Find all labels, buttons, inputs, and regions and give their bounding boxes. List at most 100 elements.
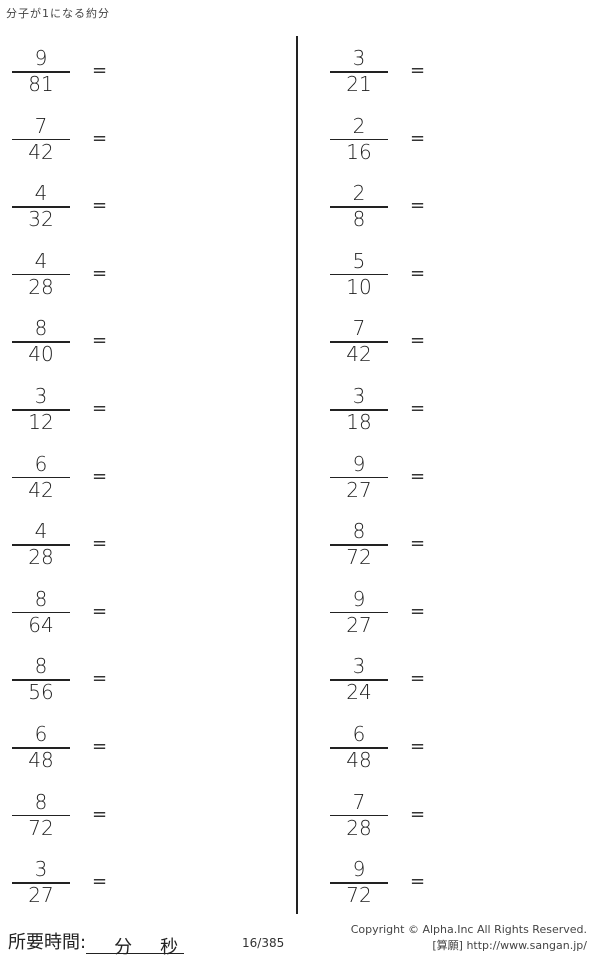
- fraction-bar: [12, 611, 70, 614]
- column-divider: [296, 36, 298, 914]
- numerator: 8: [352, 519, 366, 544]
- equals-sign: =: [410, 127, 426, 149]
- fraction-bar: [330, 679, 388, 681]
- denominator: 42: [346, 342, 372, 367]
- equals-sign: =: [92, 871, 108, 893]
- numerator: 7: [352, 316, 366, 341]
- denominator: 42: [28, 139, 54, 164]
- denominator: 10: [346, 274, 372, 299]
- equals-sign: =: [410, 60, 426, 81]
- fraction-bar: [330, 544, 388, 546]
- seconds-label: 秒: [160, 937, 179, 958]
- fraction-problem: 8 72 =: [12, 791, 132, 851]
- worksheet-title: 分子が1になる約分: [6, 7, 110, 20]
- equals-sign: =: [92, 127, 108, 149]
- fraction-bar: [12, 71, 70, 73]
- numerator: 6: [34, 722, 48, 746]
- site-link[interactable]: [算願] http://www.sangan.jp/: [432, 939, 587, 952]
- equals-sign: =: [410, 600, 426, 622]
- denominator: 42: [28, 477, 54, 502]
- fraction-bar: [12, 679, 70, 681]
- numerator: 7: [34, 113, 48, 138]
- fraction-bar: [12, 747, 70, 749]
- fraction-problem: 6 48 =: [12, 723, 132, 783]
- equals-sign: =: [410, 398, 426, 419]
- fraction-problem: 4 28 =: [12, 250, 132, 310]
- numerator: 9: [34, 46, 48, 70]
- fraction-bar: [12, 138, 70, 141]
- fraction-problem: 8 56 =: [12, 655, 132, 715]
- equals-sign: =: [410, 668, 426, 690]
- copyright-block: Copyright © Alpha.Inc All Rights Reserve…: [351, 922, 587, 954]
- numerator: 4: [34, 519, 48, 544]
- fraction-bar: [330, 476, 388, 479]
- fraction-problem: 7 42 =: [330, 317, 450, 377]
- equals-sign: =: [410, 262, 426, 284]
- fraction-problem: 7 28 =: [330, 791, 450, 851]
- fraction-bar: [330, 71, 388, 73]
- denominator: 8: [352, 207, 366, 232]
- denominator: 48: [346, 748, 372, 772]
- fraction-bar: [330, 341, 388, 343]
- page-number: 16/385: [242, 936, 285, 950]
- denominator: 28: [28, 545, 54, 570]
- fraction-problem: 3 24 =: [330, 655, 450, 715]
- fraction-problem: 6 42 =: [12, 453, 132, 513]
- equals-sign: =: [92, 262, 108, 284]
- equals-sign: =: [92, 668, 108, 690]
- fraction-bar: [12, 341, 70, 343]
- equals-sign: =: [410, 465, 426, 487]
- fraction-bar: [330, 138, 388, 141]
- numerator: 5: [352, 248, 366, 273]
- numerator: 3: [34, 857, 48, 882]
- fraction-problem: 6 48 =: [330, 723, 450, 783]
- equals-sign: =: [410, 195, 426, 217]
- denominator: 27: [346, 477, 372, 502]
- numerator: 9: [352, 857, 366, 882]
- denominator: 12: [28, 410, 54, 434]
- fraction-problem: 4 32 =: [12, 182, 132, 242]
- fraction-problem: 3 21 =: [330, 47, 450, 107]
- fraction-bar: [12, 882, 70, 884]
- denominator: 72: [346, 883, 372, 908]
- fraction-bar: [12, 206, 70, 208]
- denominator: 40: [28, 342, 54, 367]
- numerator: 6: [34, 451, 48, 476]
- time-label: 所要時間:: [8, 932, 87, 953]
- equals-sign: =: [92, 60, 108, 81]
- denominator: 56: [28, 680, 54, 705]
- denominator: 32: [28, 207, 54, 232]
- denominator: 72: [346, 545, 372, 570]
- equals-sign: =: [92, 533, 108, 555]
- fraction-bar: [12, 273, 70, 276]
- numerator: 2: [352, 181, 366, 206]
- denominator: 21: [346, 72, 372, 96]
- denominator: 48: [28, 748, 54, 772]
- denominator: 18: [346, 410, 372, 434]
- equals-sign: =: [92, 398, 108, 419]
- denominator: 27: [346, 612, 372, 637]
- equals-sign: =: [92, 803, 108, 825]
- numerator: 8: [34, 316, 48, 341]
- equals-sign: =: [410, 736, 426, 757]
- numerator: 2: [352, 113, 366, 138]
- fraction-bar: [330, 882, 388, 884]
- denominator: 81: [28, 72, 54, 96]
- numerator: 4: [34, 181, 48, 206]
- numerator: 8: [34, 654, 48, 679]
- numerator: 9: [352, 586, 366, 611]
- numerator: 3: [352, 654, 366, 679]
- equals-sign: =: [92, 600, 108, 622]
- denominator: 27: [28, 883, 54, 908]
- denominator: 64: [28, 612, 54, 637]
- numerator: 8: [34, 586, 48, 611]
- fraction-bar: [330, 409, 388, 411]
- fraction-problem: 3 12 =: [12, 385, 132, 445]
- numerator: 3: [352, 46, 366, 70]
- numerator: 8: [34, 789, 48, 814]
- minutes-label: 分: [114, 937, 133, 958]
- numerator: 3: [34, 384, 48, 408]
- fraction-bar: [330, 611, 388, 614]
- fraction-problem: 9 81 =: [12, 47, 132, 107]
- time-taken: 所要時間: 分 秒: [8, 928, 185, 958]
